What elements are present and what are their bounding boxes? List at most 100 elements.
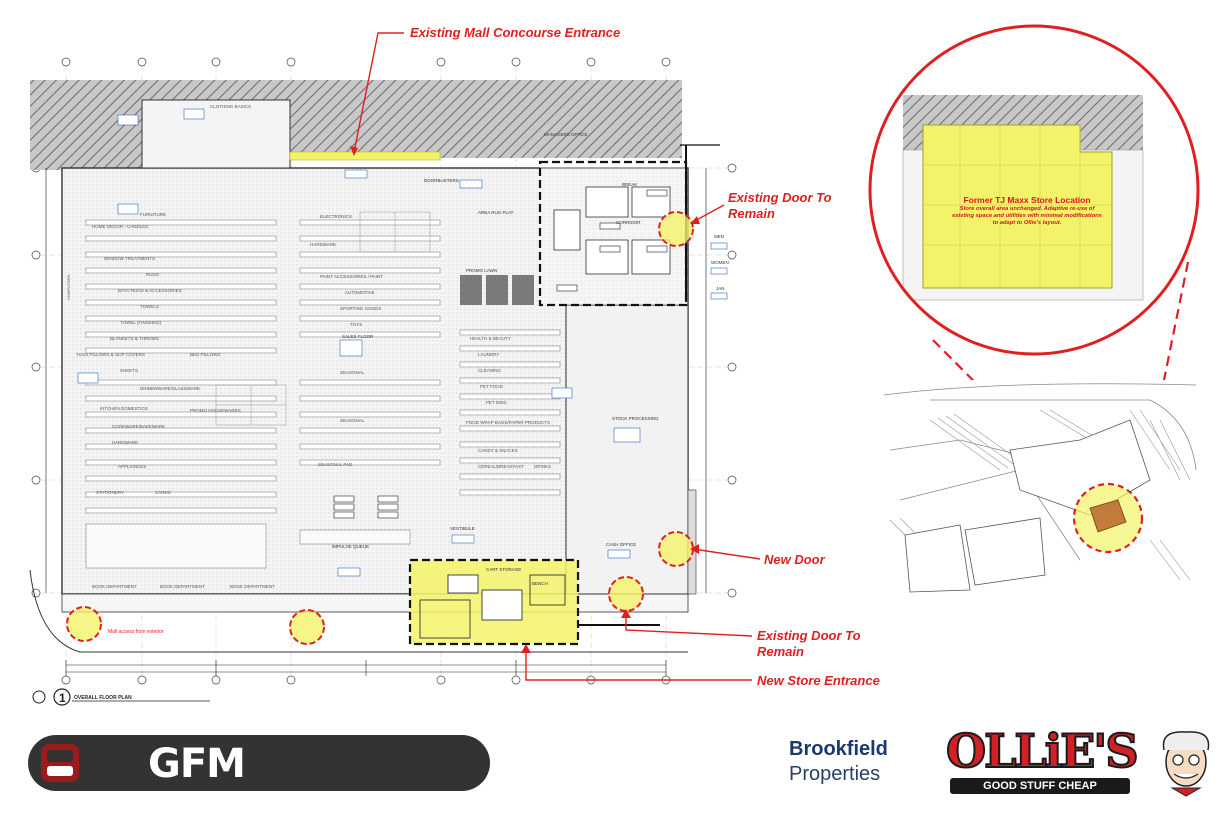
room-label-rug: AREA RUG PLAT <box>478 210 514 215</box>
dept-label: PET MISC <box>486 400 508 405</box>
dept-label: FURNITURE <box>140 212 166 217</box>
ollies-tagline: GOOD STUFF CHEAP <box>950 778 1130 794</box>
main-floor-plan: HOME DECOR - CANDLES FURNITURE WINDOW TR… <box>29 32 761 706</box>
dept-label: TOWEL (FINISHED) <box>120 320 162 325</box>
dept-label: RUGS <box>146 272 159 277</box>
code-tags <box>333 189 668 519</box>
dept-label: BATH RUGS & ACCESSORIES <box>118 288 182 293</box>
dept-label: TOWELS <box>140 304 159 309</box>
sheet-title: OVERALL FLOOR PLAN <box>74 695 132 701</box>
room-label-bench: BENCH <box>532 581 548 586</box>
dept-label: DRINKS <box>534 464 551 469</box>
dept-label: ELECTRONICS <box>320 214 352 219</box>
gfm-text: GFM Architecture <box>148 741 418 833</box>
dept-label: BED PILLOWS <box>190 352 221 357</box>
dept-label: CEREAL/BREAKFAST <box>478 464 524 469</box>
brookfield-line1: Brookfield <box>789 738 888 760</box>
site-building-b <box>964 517 1046 586</box>
mall-access-note: Mall access from exterior <box>108 629 164 635</box>
concourse-entrance-highlight <box>289 151 441 161</box>
inset-note-box: Store overall area unchanged. Adaptive r… <box>952 206 1102 226</box>
dept-label: SEASONAL PAD <box>318 462 353 467</box>
dept-label: HOME DECOR - CANDLES <box>92 224 148 229</box>
rug-racks <box>460 275 534 305</box>
dept-label: APPLIANCES <box>118 464 146 469</box>
room-label-cash-office: CASH OFFICE <box>606 542 636 547</box>
callout-new-store-entrance: New Store Entrance <box>757 673 880 688</box>
dept-label: BLANKETS & THROWS <box>110 336 159 341</box>
clothing-bay <box>141 99 291 169</box>
dept-label: HARDWARE <box>310 242 336 247</box>
site-edge <box>29 569 688 653</box>
room-label-stock: STOCK PROCESSING <box>612 416 659 421</box>
ollies-wordmark: OLLiE'S <box>945 723 1140 779</box>
callout-concourse-entrance: Existing Mall Concourse Entrance <box>410 25 621 40</box>
dept-label: PET FOOD <box>480 384 504 389</box>
dept-label: BOOK DEPARTMENT <box>160 584 205 589</box>
room-label-men: MEN <box>714 234 724 239</box>
brookfield-line2: Properties <box>789 763 881 785</box>
windows-grid <box>215 211 431 426</box>
dept-label: AUTOMOTIVE <box>345 290 375 295</box>
dept-label: KITCHEN DOMESTICS <box>100 406 148 411</box>
room-label-cart: CART STORAGE <box>486 567 521 572</box>
dept-label: CANDY & SNACKS <box>478 448 518 453</box>
dept-label: COMPUTERS <box>66 274 71 300</box>
room-label-break: BREAK <box>622 182 637 187</box>
room-label-sales-floor: SALES FLOOR <box>342 334 374 339</box>
gfm-emblem-icon <box>41 744 79 782</box>
vestibule-rooms <box>419 574 566 639</box>
room-label-impulse: IMPULSE QUEUE <box>332 544 369 549</box>
restroom-rooms <box>553 186 671 275</box>
brookfield-properties-logo: Brookfield Properties <box>789 737 888 787</box>
dept-label: TOSS PILLOWS & SLIP COVERS <box>76 352 145 357</box>
dept-label: SEASONAL <box>340 418 365 423</box>
grid-bubbles-right <box>727 163 737 598</box>
dept-label: CARDS <box>155 490 171 495</box>
dept-label: SEASONAL <box>340 370 365 375</box>
sheet-bubble <box>53 688 71 706</box>
mall-hatch-strip <box>142 80 290 100</box>
inset-top-circle: Former TJ Maxx Store Location Store over… <box>868 24 1200 356</box>
room-label-doorbusters: DOORBUSTERS <box>424 178 459 183</box>
callout-arrowheads <box>350 146 700 653</box>
dept-label: WINDOW TREATMENTS <box>104 256 155 261</box>
room-label-corridor: CORRIDOR <box>616 220 641 225</box>
inset-note: Store overall area unchanged. Adaptive r… <box>952 206 1102 226</box>
site-store-footprint <box>1089 499 1127 533</box>
mall-hatch-top <box>290 80 680 158</box>
room-label-women: WOMEN <box>711 260 729 265</box>
dept-label: BOOK DEPARTMENT <box>230 584 275 589</box>
north-arrow-icon <box>32 690 46 704</box>
dept-label: SHEETS <box>120 368 138 373</box>
exterior-walk <box>61 593 689 613</box>
grid-bubbles-top <box>61 57 671 67</box>
dept-label: DINNERWARE/GLASSWARE <box>140 386 200 391</box>
dept-label: CLOTHING BASICS <box>210 104 251 109</box>
mall-hatch-right <box>670 80 682 158</box>
door-markers <box>66 211 694 645</box>
dept-label: HEALTH & BEAUTY <box>470 336 511 341</box>
floor-plan-sheet: HOME DECOR - CANDLES FURNITURE WINDOW TR… <box>29 24 1200 706</box>
dept-label: LAUNDRY <box>478 352 499 357</box>
dept-label: COOKWARE/BAKEWARE <box>112 424 165 429</box>
gfm-architecture-logo: GFM Architecture <box>28 735 490 833</box>
sheet-number: 1 <box>59 691 66 705</box>
site-building-a <box>904 524 971 593</box>
room-label-jan: JAN <box>716 286 725 291</box>
room-label-manager: MANAGERS OFFICE <box>544 132 588 137</box>
grid-bubbles-left <box>31 163 41 598</box>
dept-label: BOOK DEPARTMENT <box>92 584 137 589</box>
fixture-rows <box>85 219 561 569</box>
dept-label: SPORTING GOODS <box>340 306 381 311</box>
room-label-vestibule: VESTIBULE <box>450 526 475 531</box>
inset-title: Former TJ Maxx Store Location <box>963 195 1090 205</box>
callout-existing-door-bottom: Existing Door To Remain <box>757 628 861 659</box>
room-tags <box>77 108 728 577</box>
room-label-lawn: PROMO LAWN <box>466 268 497 273</box>
dimension-lines <box>45 168 707 676</box>
dept-label: TOYS <box>350 322 362 327</box>
dept-label: FOOD WRAP BAGS/PAPER PRODUCTS <box>466 420 550 425</box>
dept-label: HARDWARE <box>112 440 138 445</box>
dept-label: STATIONERY <box>96 490 124 495</box>
